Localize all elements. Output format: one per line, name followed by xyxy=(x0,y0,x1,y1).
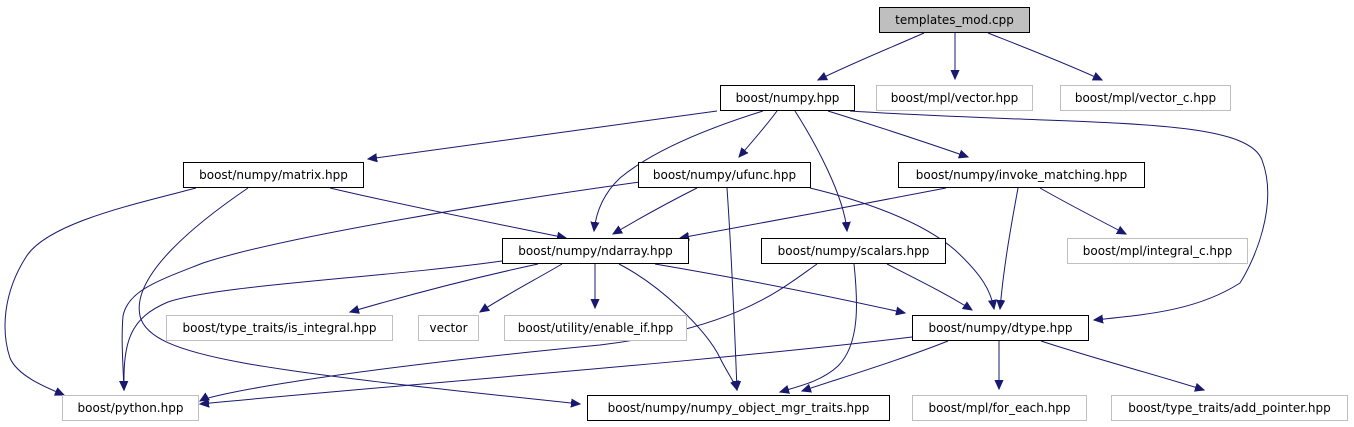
edge-ndarray-to-vector xyxy=(480,263,563,312)
node-box xyxy=(912,395,1087,421)
node-label: vector xyxy=(429,321,467,335)
node-python[interactable]: boost/python.hpp xyxy=(62,395,199,421)
node-box xyxy=(62,395,199,421)
edge-numpy-to-ndarray xyxy=(594,110,764,231)
node-dtype[interactable]: boost/numpy/dtype.hpp xyxy=(912,315,1089,341)
node-box xyxy=(761,238,946,264)
node-vector[interactable]: vector xyxy=(418,315,479,341)
edge-invoke-to-ndarray xyxy=(680,187,947,238)
node-label: boost/type_traits/add_pointer.hpp xyxy=(1128,401,1331,415)
node-is-integral[interactable]: boost/type_traits/is_integral.hpp xyxy=(166,315,393,341)
edge-ndarray-to-python xyxy=(124,260,503,390)
edge-numpy-to-invoke xyxy=(827,110,968,157)
node-box xyxy=(879,7,1030,33)
node-box xyxy=(638,162,811,188)
node-ufunc[interactable]: boost/numpy/ufunc.hpp xyxy=(638,162,811,188)
node-enable-if[interactable]: boost/utility/enable_if.hpp xyxy=(504,315,687,341)
edge-matrix-to-python xyxy=(4,187,197,395)
edge-scalars-to-omt xyxy=(780,263,858,392)
node-root[interactable]: templates_mod.cpp xyxy=(879,7,1030,33)
node-label: boost/utility/enable_if.hpp xyxy=(518,321,673,335)
node-box xyxy=(502,238,689,264)
node-label: templates_mod.cpp xyxy=(895,13,1014,27)
edge-ndarray-to-is_integral xyxy=(350,263,539,312)
node-box xyxy=(504,315,687,341)
node-scalars[interactable]: boost/numpy/scalars.hpp xyxy=(761,238,946,264)
node-add-pointer[interactable]: boost/type_traits/add_pointer.hpp xyxy=(1111,395,1348,421)
node-invoke[interactable]: boost/numpy/invoke_matching.hpp xyxy=(898,162,1145,188)
node-matrix[interactable]: boost/numpy/matrix.hpp xyxy=(183,162,364,188)
node-box xyxy=(418,315,479,341)
edge-ufunc-to-omt xyxy=(726,187,737,390)
node-box xyxy=(876,85,1033,111)
node-mpl-vector-c[interactable]: boost/mpl/vector_c.hpp xyxy=(1060,85,1231,111)
node-label: boost/numpy/dtype.hpp xyxy=(928,321,1072,335)
node-label: boost/mpl/vector_c.hpp xyxy=(1075,91,1216,105)
node-omt[interactable]: boost/numpy/numpy_object_mgr_traits.hpp xyxy=(587,395,890,421)
edge-ndarray-to-omt xyxy=(618,263,737,390)
node-box xyxy=(183,162,364,188)
node-label: boost/type_traits/is_integral.hpp xyxy=(183,321,377,335)
edge-root-to-numpy xyxy=(818,32,925,80)
node-box xyxy=(166,315,393,341)
node-box xyxy=(1060,85,1231,111)
node-label: boost/mpl/vector.hpp xyxy=(891,91,1019,105)
edge-dtype-to-omt xyxy=(802,340,949,391)
node-label: boost/numpy/numpy_object_mgr_traits.hpp xyxy=(608,401,870,415)
node-numpy[interactable]: boost/numpy.hpp xyxy=(720,85,855,111)
edge-numpy-to-dtype xyxy=(849,110,1269,320)
node-label: boost/numpy/ufunc.hpp xyxy=(653,168,796,182)
edge-invoke-to-integral_c xyxy=(1039,187,1126,234)
node-integral-c[interactable]: boost/mpl/integral_c.hpp xyxy=(1067,238,1248,264)
node-label: boost/numpy/invoke_matching.hpp xyxy=(916,168,1127,182)
node-label: boost/numpy.hpp xyxy=(736,91,840,105)
node-for-each[interactable]: boost/mpl/for_each.hpp xyxy=(912,395,1087,421)
node-ndarray[interactable]: boost/numpy/ndarray.hpp xyxy=(502,238,689,264)
node-box xyxy=(898,162,1145,188)
edge-ufunc-to-dtype xyxy=(809,187,994,309)
edge-ndarray-to-dtype xyxy=(654,263,905,313)
edge-ufunc-to-ndarray xyxy=(613,187,698,234)
edge-root-to-mpl_vector_c xyxy=(987,32,1102,80)
edge-numpy-to-matrix xyxy=(368,110,718,159)
edge-ufunc-to-python xyxy=(122,181,641,390)
edge-dtype-to-python xyxy=(200,336,913,404)
node-box xyxy=(1111,395,1348,421)
node-box xyxy=(1067,238,1248,264)
node-label: boost/numpy/scalars.hpp xyxy=(778,244,930,258)
edge-numpy-to-ufunc xyxy=(739,110,778,157)
edge-matrix-to-ndarray xyxy=(329,187,566,238)
edge-scalars-to-dtype xyxy=(886,263,972,310)
node-box xyxy=(587,395,890,421)
edge-matrix-to-omt xyxy=(138,187,580,404)
node-label: boost/mpl/integral_c.hpp xyxy=(1083,244,1233,258)
node-label: boost/numpy/ndarray.hpp xyxy=(518,244,673,258)
node-label: boost/python.hpp xyxy=(78,401,184,415)
edge-layer xyxy=(4,32,1269,404)
node-mpl-vector[interactable]: boost/mpl/vector.hpp xyxy=(876,85,1033,111)
node-box xyxy=(720,85,855,111)
node-box xyxy=(912,315,1089,341)
node-label: boost/mpl/for_each.hpp xyxy=(928,401,1070,415)
edge-dtype-to-add_pointer xyxy=(1040,340,1204,390)
node-label: boost/numpy/matrix.hpp xyxy=(199,168,348,182)
edge-numpy-to-scalars xyxy=(794,110,847,231)
edge-invoke-to-dtype xyxy=(1000,187,1019,309)
edge-scalars-to-python xyxy=(200,263,818,401)
node-layer: templates_mod.cpp boost/numpy.hpp boost/mp… xyxy=(62,7,1348,421)
